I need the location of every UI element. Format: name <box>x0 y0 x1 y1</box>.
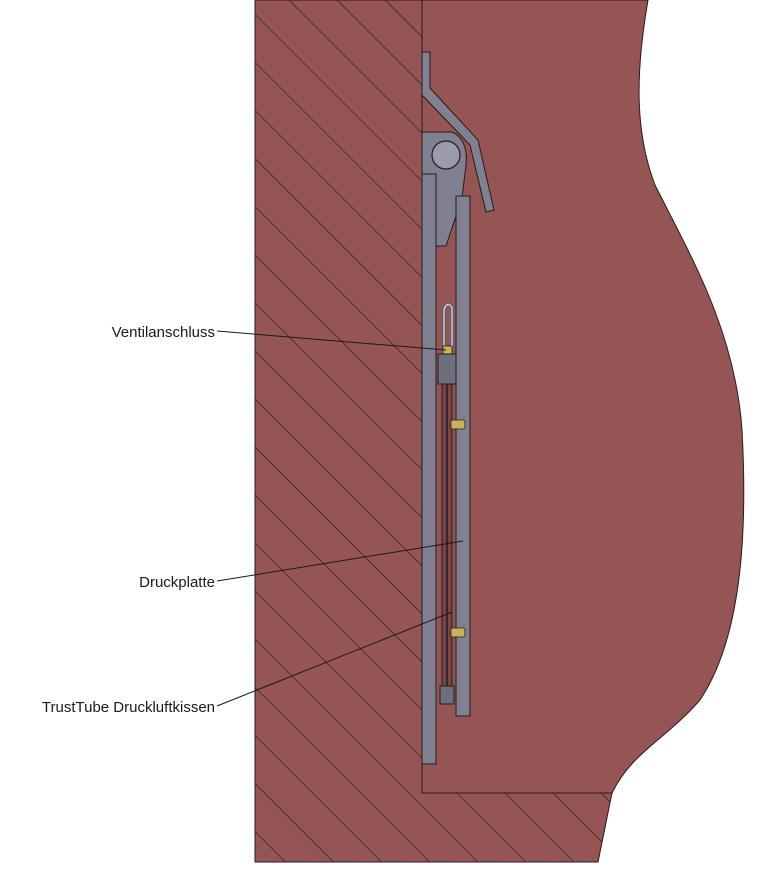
label-air-cushion: TrustTube Druckluftkissen <box>42 699 215 716</box>
pressure-plate <box>455 195 471 717</box>
door-body <box>421 0 745 794</box>
spacer-bolt-lower <box>450 627 466 638</box>
spacer-bolt-upper <box>450 419 466 430</box>
label-pressure-plate: Druckplatte <box>139 574 215 591</box>
leader-line-valve <box>216 330 447 351</box>
leader-line-plate <box>216 540 464 582</box>
leader-line-cushion <box>216 611 453 707</box>
label-valve-connection: Ventilanschluss <box>112 324 215 341</box>
cushion-end-cap-top <box>437 353 457 385</box>
bent-bracket <box>421 51 495 213</box>
valve-hose-highlight <box>443 303 453 348</box>
cushion-end-cap-bottom <box>439 685 455 705</box>
mounting-plate <box>421 173 437 765</box>
hinge-pin <box>431 140 461 170</box>
